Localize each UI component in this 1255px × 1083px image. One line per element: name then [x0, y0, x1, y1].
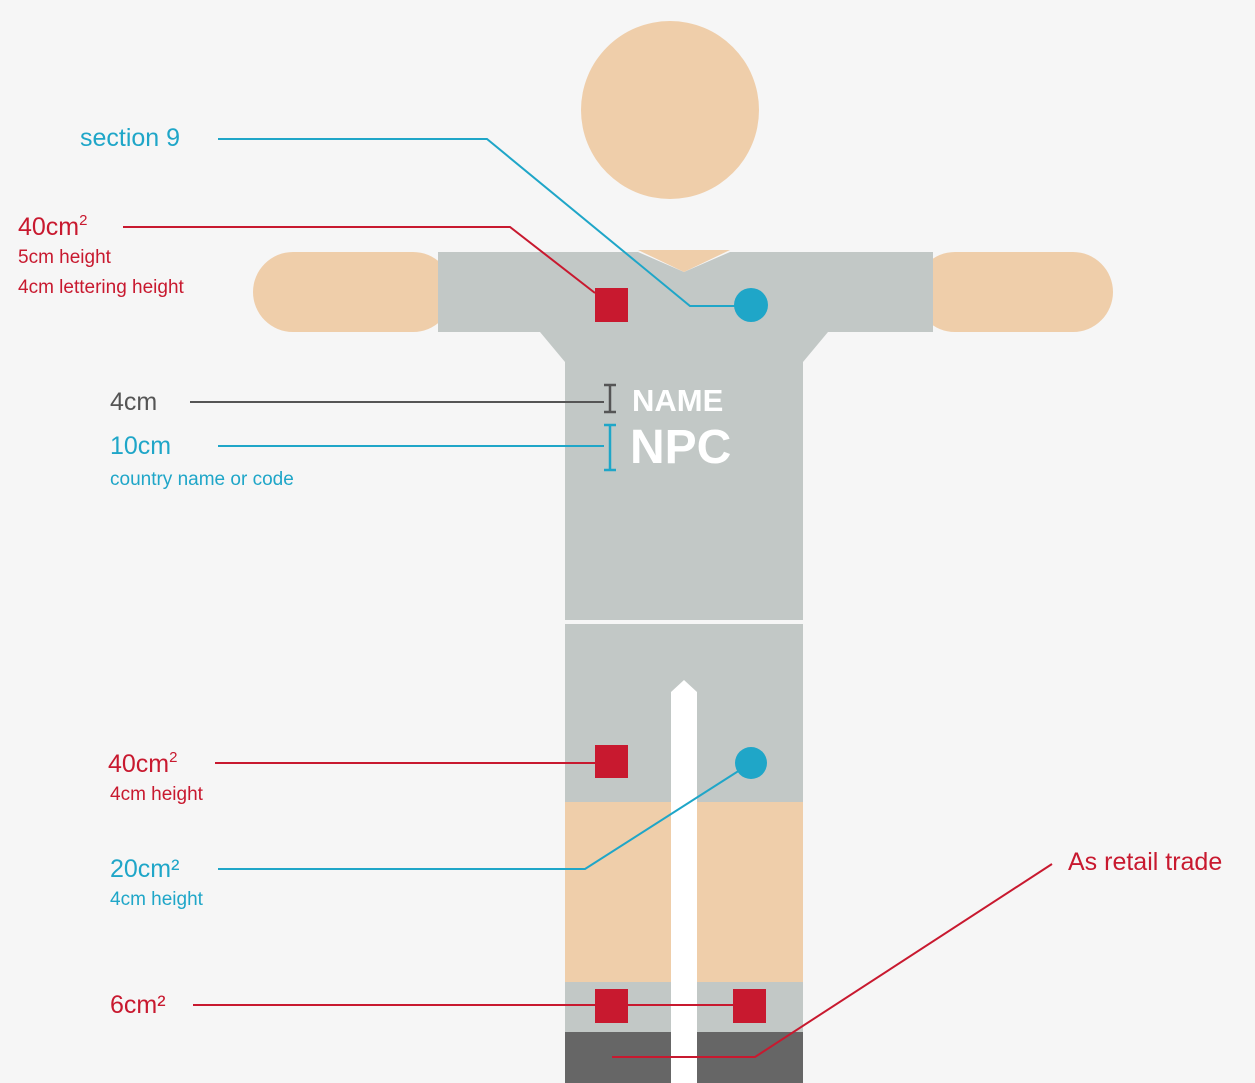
right-sock-patch	[733, 989, 766, 1023]
left-sock-patch	[595, 989, 628, 1023]
shoes-label: As retail trade	[1068, 848, 1223, 876]
chest-patch-leader	[123, 226, 596, 294]
shorts-logo-leader	[218, 769, 741, 870]
leg-gap	[671, 680, 697, 1083]
left-leg	[565, 802, 671, 982]
name-height-label: 4cm	[110, 388, 158, 416]
chest-red-patch	[595, 288, 628, 322]
sock-patch-label: 6cm²	[110, 991, 166, 1019]
shorts-patch-value: 40cm	[108, 750, 170, 778]
shirt	[438, 252, 933, 620]
shirt-name-text: NAME	[632, 383, 724, 418]
shorts-logo-sub: 4cm height	[110, 889, 203, 910]
neck-collar	[638, 250, 730, 272]
shorts-logo-label: 20cm²	[110, 855, 180, 883]
section-9-leader	[218, 138, 735, 307]
shirt-npc-text: NPC	[630, 421, 732, 474]
npc-height-sub: country name or code	[110, 469, 294, 490]
right-leg	[697, 802, 803, 982]
shorts-patch-sub: 4cm height	[110, 784, 203, 805]
shorts-patch-label: 40cm2	[108, 750, 177, 777]
npc-height-label: 10cm	[110, 432, 172, 460]
npc-height-marker	[604, 423, 616, 472]
chest-patch-sup: 2	[79, 212, 88, 229]
chest-patch-lettering: 4cm lettering height	[18, 277, 184, 298]
section-9-label: section 9	[80, 124, 181, 152]
right-arm	[915, 252, 1113, 332]
shorts-blue-logo	[735, 747, 767, 779]
shorts-red-patch	[595, 745, 628, 778]
shoes-leader	[612, 863, 1053, 1058]
chest-blue-logo	[734, 288, 768, 322]
shorts-patch-sup: 2	[169, 749, 178, 766]
head	[581, 21, 759, 199]
chest-patch-label: 40cm2	[18, 213, 87, 240]
chest-patch-value: 40cm	[18, 213, 80, 241]
left-arm	[253, 252, 453, 332]
name-height-marker	[604, 383, 616, 414]
chest-patch-height: 5cm height	[18, 247, 111, 268]
